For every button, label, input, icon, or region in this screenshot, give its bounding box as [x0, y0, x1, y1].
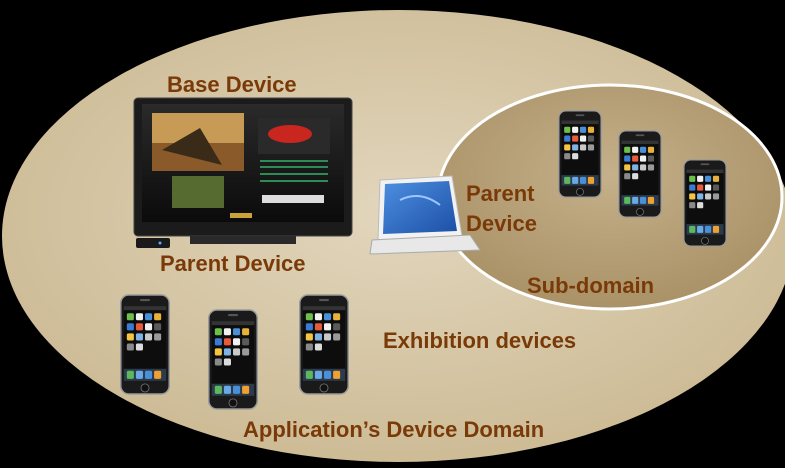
sub-domain-label: Sub-domain [527, 273, 655, 298]
exhibition-phone-icon [119, 294, 171, 395]
sub-domain-phone-icon [683, 159, 727, 247]
laptop-parent-label-line1: Parent [466, 181, 535, 206]
sub-domain-phone-icon [558, 110, 602, 198]
application-domain-label: Application’s Device Domain [243, 417, 545, 442]
laptop-parent-label-line2: Device [466, 211, 537, 236]
laptop-icon [369, 175, 481, 255]
base-device-label: Base Device [167, 72, 297, 97]
exhibition-devices-label: Exhibition devices [383, 328, 577, 353]
sub-domain-phone-icon [618, 130, 662, 218]
exhibition-phone-icon [298, 294, 350, 395]
tv-parent-device-label: Parent Device [160, 251, 306, 276]
exhibition-phone-icon [207, 309, 259, 410]
tv-icon [133, 97, 353, 248]
